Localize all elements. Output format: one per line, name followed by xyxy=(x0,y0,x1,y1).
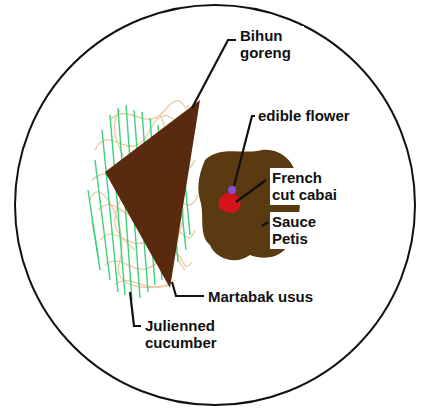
edible-flower xyxy=(228,186,236,194)
dish-label: edible flower xyxy=(256,106,352,125)
dish-label: Sauce Petis xyxy=(270,212,336,249)
plate xyxy=(15,5,415,405)
cabai xyxy=(218,193,240,213)
dish-label: Julienned cucumber xyxy=(143,316,247,353)
dish-label: French cut cabai xyxy=(270,168,348,205)
dish-label: Martabak usus xyxy=(206,287,315,306)
leader-lines xyxy=(130,40,268,326)
dish-label: Bihun goreng xyxy=(238,26,304,63)
martabak-usus xyxy=(105,100,200,288)
